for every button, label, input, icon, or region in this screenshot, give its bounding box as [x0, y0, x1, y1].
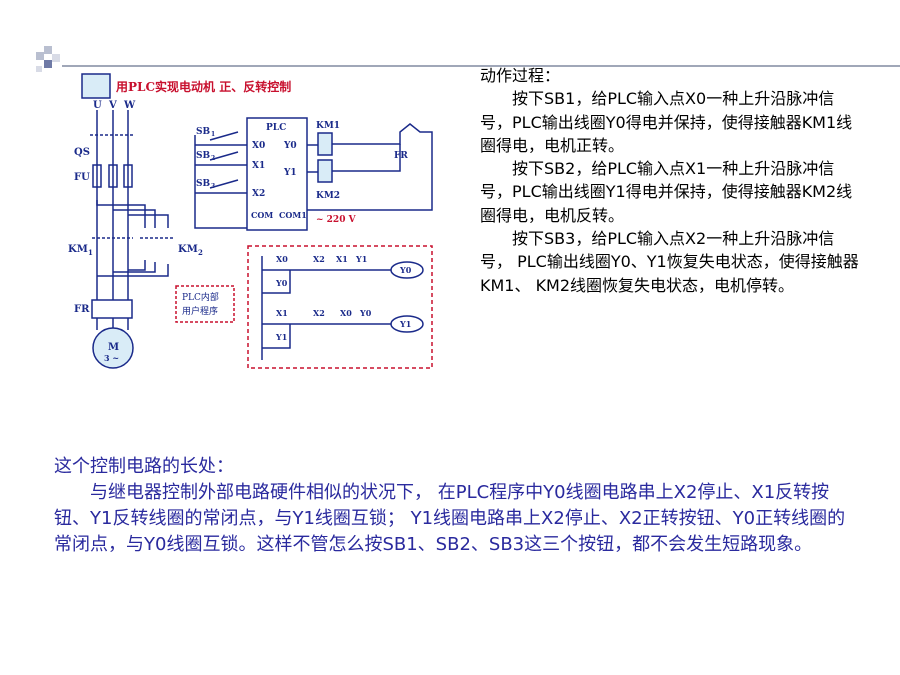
- sb3-label: SB: [196, 179, 210, 189]
- km2-label: KM: [178, 244, 198, 255]
- action-step-3: 按下SB3，给PLC输入点X2一种上升沿脉冲信号， PLC输出线圈Y0、Y1恢复…: [480, 229, 859, 295]
- plc-program-label-2: 用户程序: [182, 305, 218, 317]
- svg-text:X1: X1: [252, 161, 265, 171]
- action-step-2: 按下SB2，给PLC输入点X1一种上升沿脉冲信号，PLC输出线圈Y1得电并保持，…: [480, 159, 853, 225]
- svg-text:2: 2: [198, 248, 203, 257]
- svg-text:COM1: COM1: [279, 210, 307, 220]
- svg-text:X2: X2: [313, 308, 325, 318]
- advantages-heading: 这个控制电路的长处：: [54, 456, 234, 477]
- svg-text:1: 1: [211, 131, 215, 138]
- svg-text:Y1: Y1: [355, 254, 367, 264]
- plc-box-label: PLC: [266, 123, 286, 133]
- svg-text:Y0: Y0: [283, 141, 297, 151]
- svg-text:X2: X2: [313, 254, 325, 264]
- header-rule: [62, 65, 900, 67]
- svg-text:X2: X2: [252, 189, 265, 199]
- svg-text:2: 2: [211, 155, 215, 162]
- diagram-title: 用PLC实现电动机 正、反转控制: [115, 79, 291, 94]
- advantages-body: 与继电器控制外部电路硬件相似的状况下， 在PLC程序中Y0线圈电路串上X2停止、…: [54, 482, 846, 555]
- svg-text:Y1: Y1: [399, 319, 411, 329]
- svg-text:X1: X1: [336, 254, 348, 264]
- svg-text:3 ~: 3 ~: [104, 353, 119, 363]
- svg-text:Y0: Y0: [399, 265, 412, 275]
- svg-text:Y0: Y0: [275, 278, 288, 288]
- voltage-label: ~ 220 V: [316, 215, 357, 225]
- fu-label: FU: [74, 172, 90, 183]
- fr2-label: FR: [394, 151, 408, 161]
- qs-label: QS: [74, 147, 90, 158]
- motor-label: M: [108, 342, 119, 353]
- sb1-label: SB: [196, 127, 210, 137]
- fr-label: FR: [74, 304, 90, 315]
- action-process-heading: 动作过程：: [480, 66, 561, 85]
- sb2-label: SB: [196, 151, 210, 161]
- svg-text:X1: X1: [276, 308, 288, 318]
- phase-w: W: [123, 100, 136, 111]
- svg-text:X0: X0: [340, 308, 352, 318]
- phase-v: V: [108, 100, 117, 111]
- plc-program-label-1: PLC内部: [182, 291, 219, 303]
- svg-text:Y1: Y1: [275, 332, 287, 342]
- svg-text:X0: X0: [276, 254, 288, 264]
- km1-label: KM: [68, 244, 88, 255]
- action-step-1: 按下SB1，给PLC输入点X0一种上升沿脉冲信号，PLC输出线圈Y0得电并保持，…: [480, 89, 853, 155]
- coil-km2-label: KM2: [316, 191, 340, 201]
- svg-text:COM: COM: [251, 210, 273, 220]
- svg-text:1: 1: [88, 248, 93, 257]
- svg-text:3: 3: [211, 183, 215, 190]
- svg-text:Y0: Y0: [359, 308, 372, 318]
- action-process-text: 动作过程： 按下SB1，给PLC输入点X0一种上升沿脉冲信号，PLC输出线圈Y0…: [480, 64, 865, 297]
- coil-km1-label: KM1: [316, 121, 340, 131]
- svg-text:Y1: Y1: [283, 168, 297, 178]
- phase-u: U: [93, 100, 102, 111]
- svg-text:X0: X0: [252, 141, 265, 151]
- advantages-text: 这个控制电路的长处： 与继电器控制外部电路硬件相似的状况下， 在PLC程序中Y0…: [54, 454, 854, 558]
